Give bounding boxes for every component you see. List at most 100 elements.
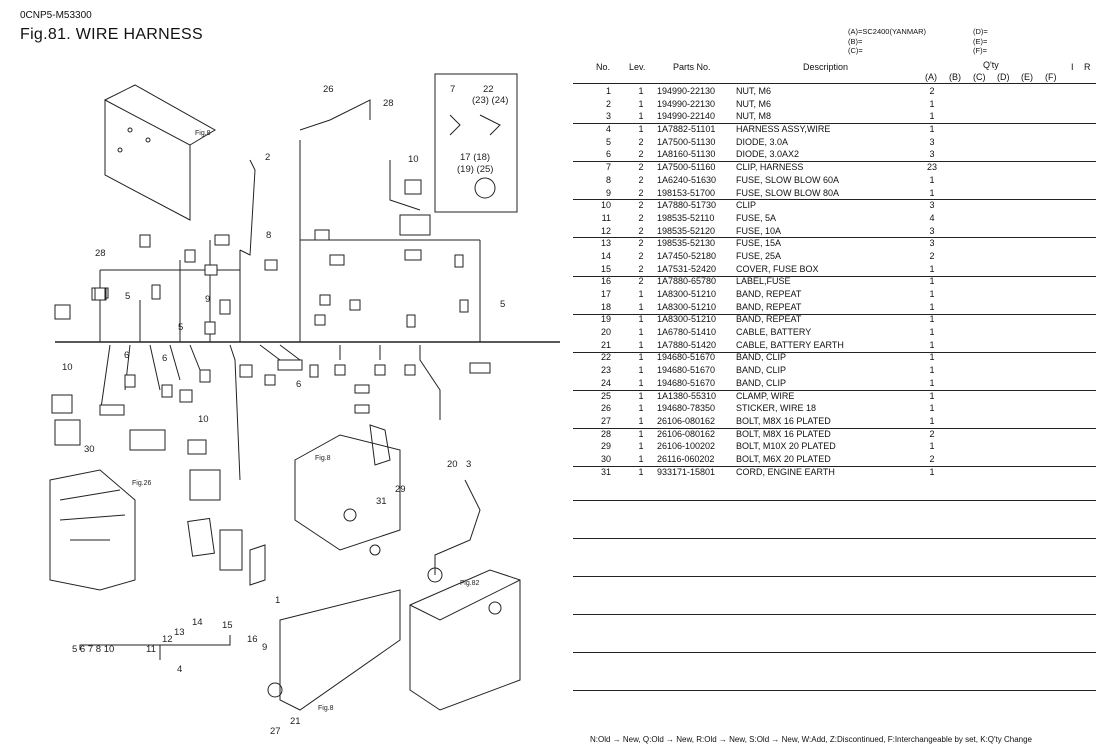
callout-27: 27 — [270, 726, 281, 737]
callout-19-25: (19) (25) — [457, 164, 493, 175]
row-part-number: 1A8300-51210 — [657, 289, 717, 299]
row-description: BAND, CLIP — [736, 377, 787, 388]
row-number: 21 — [600, 339, 611, 350]
callout-28: 28 — [383, 98, 394, 109]
row-number: 14 — [600, 250, 611, 261]
callout-22: 22 — [483, 84, 494, 95]
callout-15: 15 — [222, 620, 233, 631]
callout-10a: 10 — [62, 362, 73, 373]
callout-23-24: (23) (24) — [472, 95, 508, 106]
row-number: 23 — [600, 365, 611, 376]
row-part-number: 198153-51700 — [657, 187, 716, 198]
row-number: 31 — [600, 466, 611, 477]
row-part-number: 194990-22130 — [657, 98, 716, 109]
row-qty-a: 1 — [929, 390, 935, 401]
row-part-number: 198535-52130 — [657, 238, 716, 249]
callout-29: 29 — [395, 484, 406, 495]
row-qty-a: 1 — [929, 276, 935, 287]
row-number: 6 — [605, 149, 611, 160]
row-number: 9 — [605, 187, 611, 198]
callout-7: 7 — [450, 84, 455, 95]
row-level: 2 — [638, 200, 644, 211]
row-description: FUSE, 25A — [736, 250, 782, 261]
row-qty-a: 23 — [926, 162, 937, 173]
row-level: 1 — [638, 314, 644, 325]
row-part-number: 1A7500-51160 — [657, 162, 716, 173]
row-level: 2 — [638, 149, 644, 160]
row-qty-a: 2 — [929, 250, 935, 261]
callout-10: 10 — [408, 154, 419, 165]
row-qty-a: 1 — [929, 352, 935, 363]
row-part-number: 1A7450-52180 — [657, 250, 717, 261]
header-parts-no: Parts No. — [673, 62, 711, 72]
row-level: 1 — [638, 124, 644, 135]
row-qty-a: 3 — [929, 200, 935, 211]
row-qty-a: 2 — [929, 86, 935, 96]
row-qty-a: 1 — [929, 111, 935, 122]
row-number: 18 — [600, 301, 611, 312]
row-level: 1 — [638, 86, 644, 96]
row-qty-a: 1 — [929, 403, 935, 414]
callout-26: 26 — [323, 84, 334, 95]
callout-6b: 6 — [162, 353, 167, 364]
row-number: 27 — [600, 415, 611, 426]
row-group-separator — [573, 237, 1096, 239]
row-description: CLAMP, WIRE — [736, 390, 795, 401]
row-number: 22 — [600, 352, 611, 363]
row-number: 19 — [600, 314, 611, 325]
row-part-number: 194990-22130 — [657, 86, 716, 96]
row-level: 1 — [638, 352, 644, 363]
row-qty-a: 1 — [929, 339, 935, 350]
row-level: 2 — [638, 187, 644, 198]
row-number: 17 — [600, 289, 611, 299]
row-number: 25 — [600, 390, 611, 401]
callout-5c: 5 — [500, 299, 505, 310]
row-part-number: 26116-060202 — [657, 453, 715, 464]
row-number: 16 — [600, 276, 611, 287]
row-qty-a: 1 — [929, 441, 935, 452]
row-qty-a: 1 — [929, 187, 935, 198]
callout-5b: 5 — [178, 322, 183, 333]
wire-harness-diagram: Fig.8 Fig.26 — [49, 73, 560, 737]
row-level: 1 — [638, 365, 644, 376]
fig-ref-3: Fig.8 — [315, 455, 331, 462]
row-number: 4 — [605, 124, 611, 135]
callout-12: 12 — [162, 634, 173, 645]
qty-col-f: (F) — [1045, 72, 1057, 82]
callout-6a: 6 — [124, 350, 129, 361]
row-part-number: 194680-51670 — [657, 352, 716, 363]
row-part-number: 933171-15801 — [657, 466, 716, 477]
row-qty-a: 3 — [929, 149, 935, 160]
row-description: CABLE, BATTERY — [736, 327, 812, 338]
row-level: 1 — [638, 327, 644, 338]
row-description: BOLT, M8X 16 PLATED — [736, 428, 831, 439]
row-description: BAND, REPEAT — [736, 301, 802, 312]
row-number: 2 — [605, 98, 611, 109]
row-group-separator — [573, 427, 1096, 429]
row-part-number: 1A6240-51630 — [657, 174, 717, 185]
row-description: LABEL,FUSE — [736, 276, 791, 287]
row-number: 3 — [605, 111, 611, 122]
row-qty-a: 1 — [929, 415, 935, 426]
row-level: 1 — [638, 111, 644, 122]
row-qty-a: 1 — [929, 327, 935, 338]
row-description: BAND, REPEAT — [736, 314, 802, 325]
callout-30: 30 — [84, 444, 95, 455]
model-d: (D)= — [973, 27, 988, 36]
row-part-number: 194680-51670 — [657, 365, 716, 376]
row-part-number: 194680-51670 — [657, 377, 716, 388]
row-part-number: 1A7500-51130 — [657, 136, 716, 147]
row-group-separator — [573, 313, 1096, 315]
row-number: 28 — [600, 428, 611, 439]
row-part-number: 26106-100202 — [657, 441, 716, 452]
row-description: BAND, REPEAT — [736, 289, 802, 299]
